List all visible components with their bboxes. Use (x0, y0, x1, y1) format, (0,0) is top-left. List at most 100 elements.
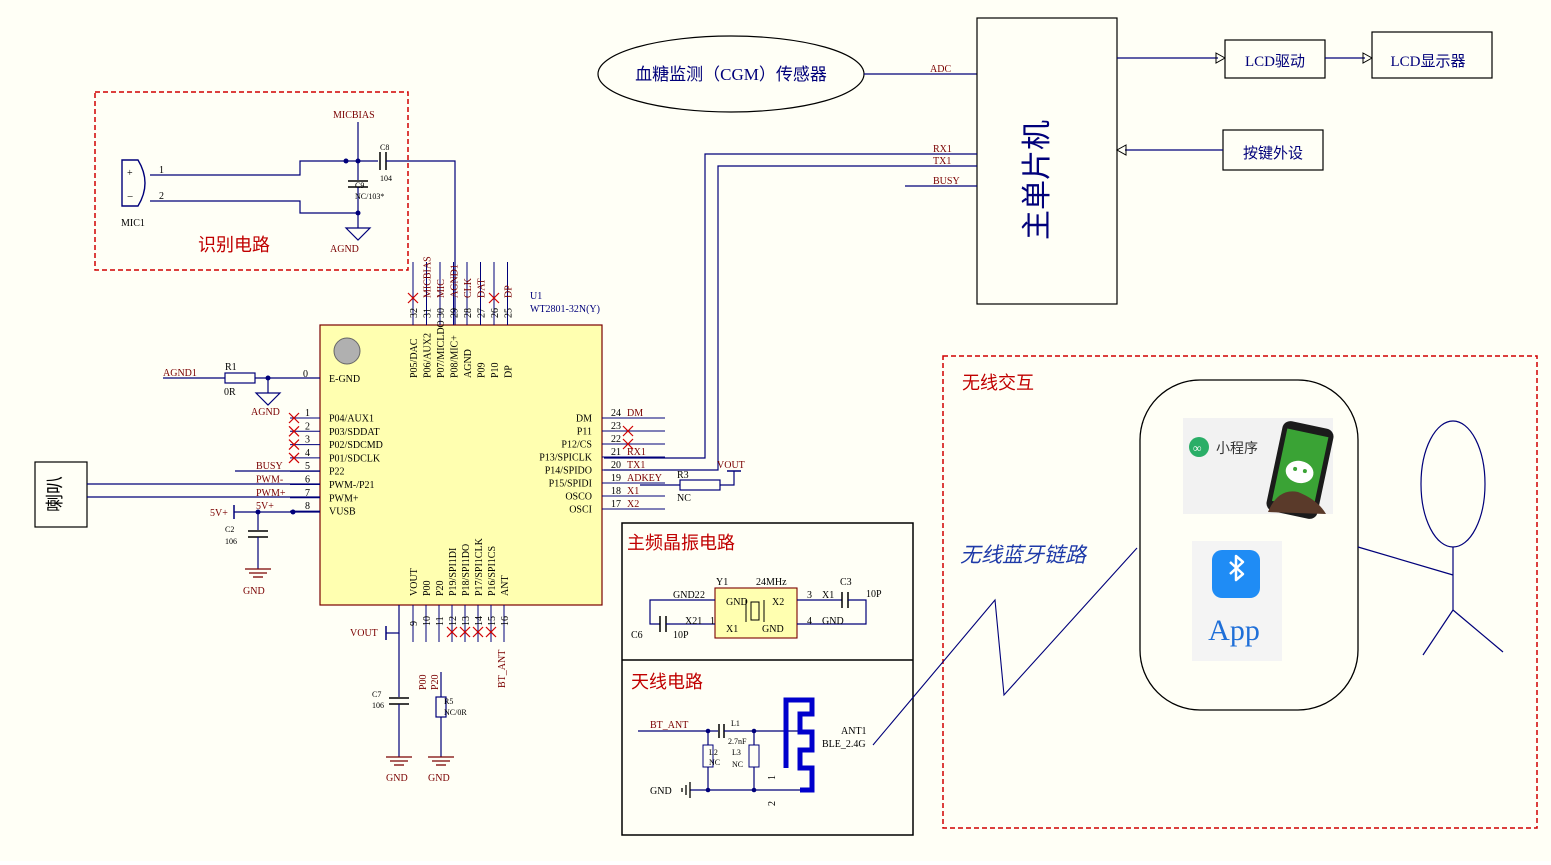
mini-program-icon (1189, 437, 1209, 457)
top-pin-net: DP (504, 285, 515, 298)
top-pin-name: P09 (477, 362, 488, 378)
r3-resistor (679, 479, 721, 491)
svg-text:−: − (127, 191, 133, 203)
r5-value: NC/0R (444, 708, 467, 717)
top-pin-num: 28 (463, 308, 474, 318)
bottom-bt-ant: BT_ANT (497, 650, 508, 688)
crystal-pin4: 4 (807, 616, 812, 627)
mic1-label: MIC1 (121, 218, 145, 229)
top-pin-name: AGND (463, 349, 474, 378)
right-pin-net: TX1 (627, 460, 645, 471)
l1-label: L1 (731, 719, 740, 728)
crystal-gnd-net: GND (822, 616, 844, 627)
right-pin-net: DM (627, 408, 643, 419)
right-pin-name: OSCO (565, 492, 592, 503)
c7-label: C7 (372, 690, 381, 699)
antenna-gnd: GND (650, 786, 672, 797)
bottom-vout: VOUT (350, 628, 378, 639)
antenna-pin2: 2 (767, 801, 778, 806)
bottom-pin-num: 15 (487, 616, 498, 626)
top-pin-net: DAT (477, 279, 488, 298)
antenna-bt-ant: BT_ANT (650, 720, 688, 731)
top-pin-name: P08/MIC+ (450, 335, 461, 378)
right-pin-num: 19 (611, 473, 621, 484)
chip-u1-body (319, 324, 603, 606)
l3-value: NC (732, 760, 743, 769)
chip-part: WT2801-32N(Y) (530, 304, 600, 315)
c9-label: C9 (355, 181, 364, 190)
top-pin-net: MICBIAS (423, 256, 434, 298)
c9-value: NC/103* (355, 192, 384, 201)
micbias-net: MICBIAS (333, 110, 375, 121)
lcd-driver-label: LCD驱动 (1245, 53, 1305, 70)
right-pin-name: DM (576, 414, 592, 425)
r1-label: R1 (225, 362, 237, 373)
right-pin-name: P15/SPIDI (549, 479, 592, 490)
top-pin-num: 25 (504, 308, 515, 318)
keys-label: 按键外设 (1243, 145, 1303, 162)
right-pin-net: RX1 (627, 447, 646, 458)
bottom-pin-name: VOUT (409, 568, 420, 596)
egnd-pin: E-GND (329, 374, 360, 385)
left-pin-net: PWM+ (256, 488, 286, 499)
l2-value: NC (709, 758, 720, 767)
x21-net: X21 (685, 616, 702, 627)
bottom-gnd2: GND (428, 773, 450, 784)
right-pin-num: 22 (611, 434, 621, 445)
top-pin-net: AGND1 (450, 264, 461, 298)
right-pin-num: 20 (611, 460, 621, 471)
bottom-pin-num: 10 (422, 616, 433, 626)
left-pin-net: 5V+ (256, 501, 274, 512)
bottom-pin-num: 12 (448, 616, 459, 626)
lcd-display-label: LCD显示器 (1390, 54, 1465, 70)
top-pin-net: MIC (436, 279, 447, 298)
top-pin-name: P07/MICLDO (436, 320, 447, 378)
busy-net: BUSY (933, 176, 960, 187)
right-pin-num: 18 (611, 486, 621, 497)
tx1-net: TX1 (933, 156, 951, 167)
bottom-pin-name: ANT (500, 575, 511, 596)
crystal-antenna-panel (621, 522, 914, 836)
bottom-p20: P20 (430, 674, 441, 690)
mic-pin1: 1 (159, 165, 164, 176)
bottom-pin-num: 14 (474, 616, 485, 626)
right-pin-num: 23 (611, 421, 621, 432)
bottom-pin-name: P20 (435, 580, 446, 596)
top-pin-num: 26 (490, 308, 501, 318)
r5-label: R5 (444, 697, 453, 706)
left-pin-name: P03/SDDAT (329, 427, 380, 438)
bottom-pin-name: P16/SPI1CS (487, 546, 498, 596)
right-pin-name: P12/CS (561, 440, 592, 451)
right-pin-net: X1 (627, 486, 639, 497)
c3-label: C3 (840, 577, 852, 588)
rx1-net: RX1 (933, 144, 952, 155)
mini-program-label: 小程序 (1216, 441, 1258, 457)
c6-value: 10P (673, 630, 689, 641)
l2-label: L2 (709, 748, 718, 757)
mcu-label: 主单片机 (1021, 120, 1054, 240)
agnd1-net: AGND1 (163, 368, 197, 379)
mic-pin2: 2 (159, 191, 164, 202)
adc-net: ADC (930, 64, 951, 75)
bottom-pin-name: P00 (422, 580, 433, 596)
r1-value: 0R (224, 387, 236, 398)
user-figure-icon (1357, 420, 1504, 656)
lcd-display-block (1371, 31, 1493, 79)
r3-label: R3 (677, 470, 689, 481)
c8-label: C8 (380, 143, 389, 152)
bottom-pin-name: P19/SPI1DI (448, 548, 459, 596)
right-pin-name: OSCI (569, 505, 592, 516)
antenna-pin1: 1 (767, 775, 778, 780)
left-pin-name: P22 (329, 467, 345, 478)
chip-top-pins: 32P05/DAC31P06/AUX2MICBIAS30P07/MICLDOMI… (407, 256, 515, 378)
left-pin-name: VUSB (329, 507, 356, 518)
left-gnd: GND (243, 586, 265, 597)
5v-net: 5V+ (210, 508, 228, 519)
y1-gnd-pin: GND (726, 597, 748, 608)
gnd2-net: GND2 (673, 590, 700, 601)
left-pin-name: P01/SDCLK (329, 453, 381, 464)
speaker-label: 喇叭 (45, 476, 65, 512)
